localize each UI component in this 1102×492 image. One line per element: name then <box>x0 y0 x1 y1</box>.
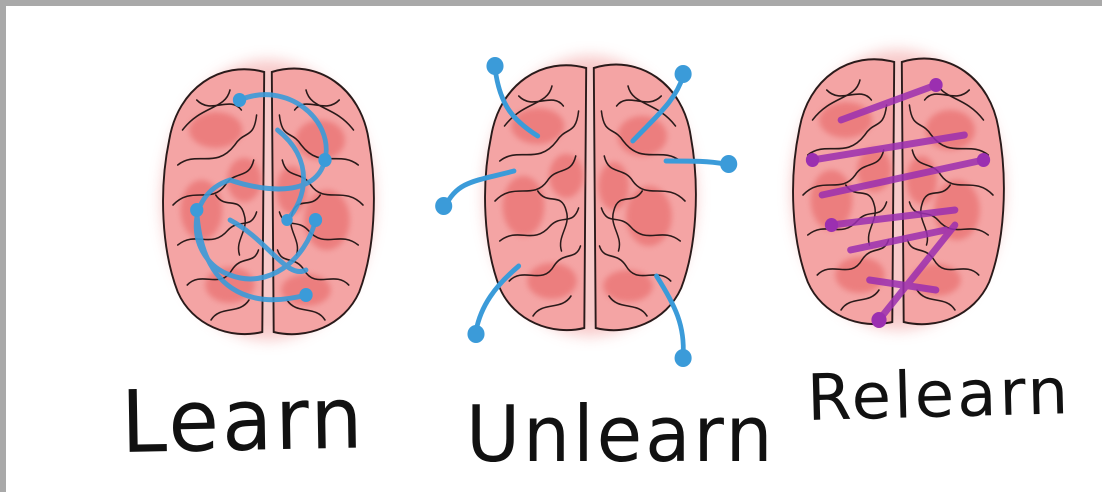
learn-label: Learn <box>120 369 366 473</box>
unlearn-brain-icon <box>435 56 737 367</box>
unlearn-label: Unlearn <box>466 390 776 480</box>
relearn-brain-icon <box>792 50 1005 330</box>
relearn-label: Relearn <box>806 355 1072 436</box>
learn-brain-icon <box>162 60 375 340</box>
